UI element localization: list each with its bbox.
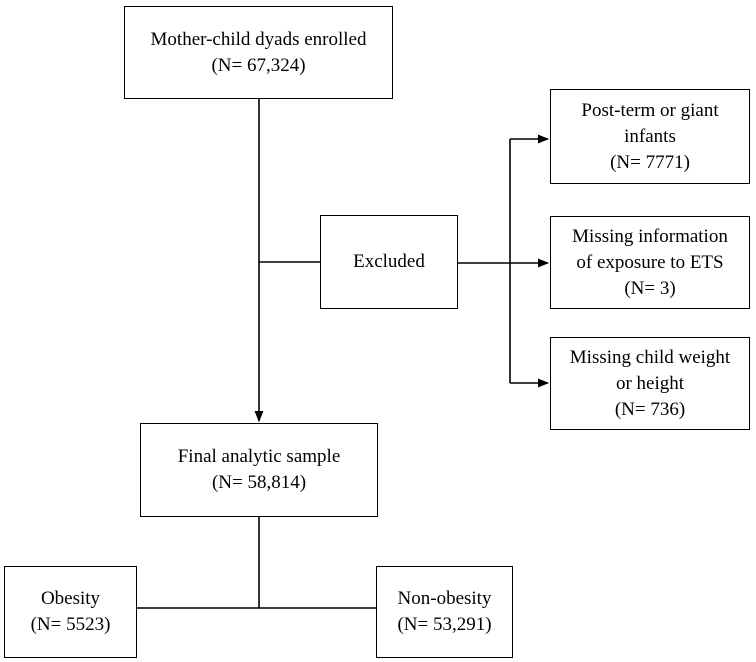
missing-wh-count: (N= 736) (614, 398, 686, 420)
obesity-count: (N= 5523) (30, 614, 111, 635)
missing-weight-height-exclusion-box: Missing child weight or height (N= 736) (550, 337, 750, 430)
obesity-title: Obesity (40, 588, 101, 609)
final-count: (N= 58,814) (211, 472, 307, 493)
non-obesity-box: Non-obesity (N= 53,291) (376, 566, 513, 658)
final-sample-box: Final analytic sample (N= 58,814) (140, 423, 378, 517)
postterm-line1: Post-term or giant (581, 99, 719, 121)
missing-ets-line1: Missing information (572, 225, 728, 247)
missing-ets-line2: of exposure to ETS (576, 251, 724, 273)
non-obesity-title: Non-obesity (397, 588, 492, 609)
postterm-exclusion-box: Post-term or giant infants (N= 7771) (550, 89, 750, 184)
postterm-count: (N= 7771) (610, 151, 690, 173)
excluded-box: Excluded (320, 215, 458, 309)
missing-wh-line2: or height (615, 372, 685, 394)
missing-ets-exclusion-box: Missing information of exposure to ETS (… (550, 216, 750, 309)
excluded-label: Excluded (353, 251, 425, 272)
final-title: Final analytic sample (177, 446, 341, 467)
missing-wh-line1: Missing child weight (569, 346, 731, 368)
enrolled-title: Mother-child dyads enrolled (150, 28, 367, 50)
enrolled-count: (N= 67,324) (211, 54, 306, 76)
non-obesity-count: (N= 53,291) (397, 614, 492, 635)
enrolled-box: Mother-child dyads enrolled (N= 67,324) (124, 6, 393, 99)
postterm-line2: infants (624, 125, 676, 147)
missing-ets-count: (N= 3) (624, 277, 676, 299)
obesity-box: Obesity (N= 5523) (4, 566, 137, 658)
